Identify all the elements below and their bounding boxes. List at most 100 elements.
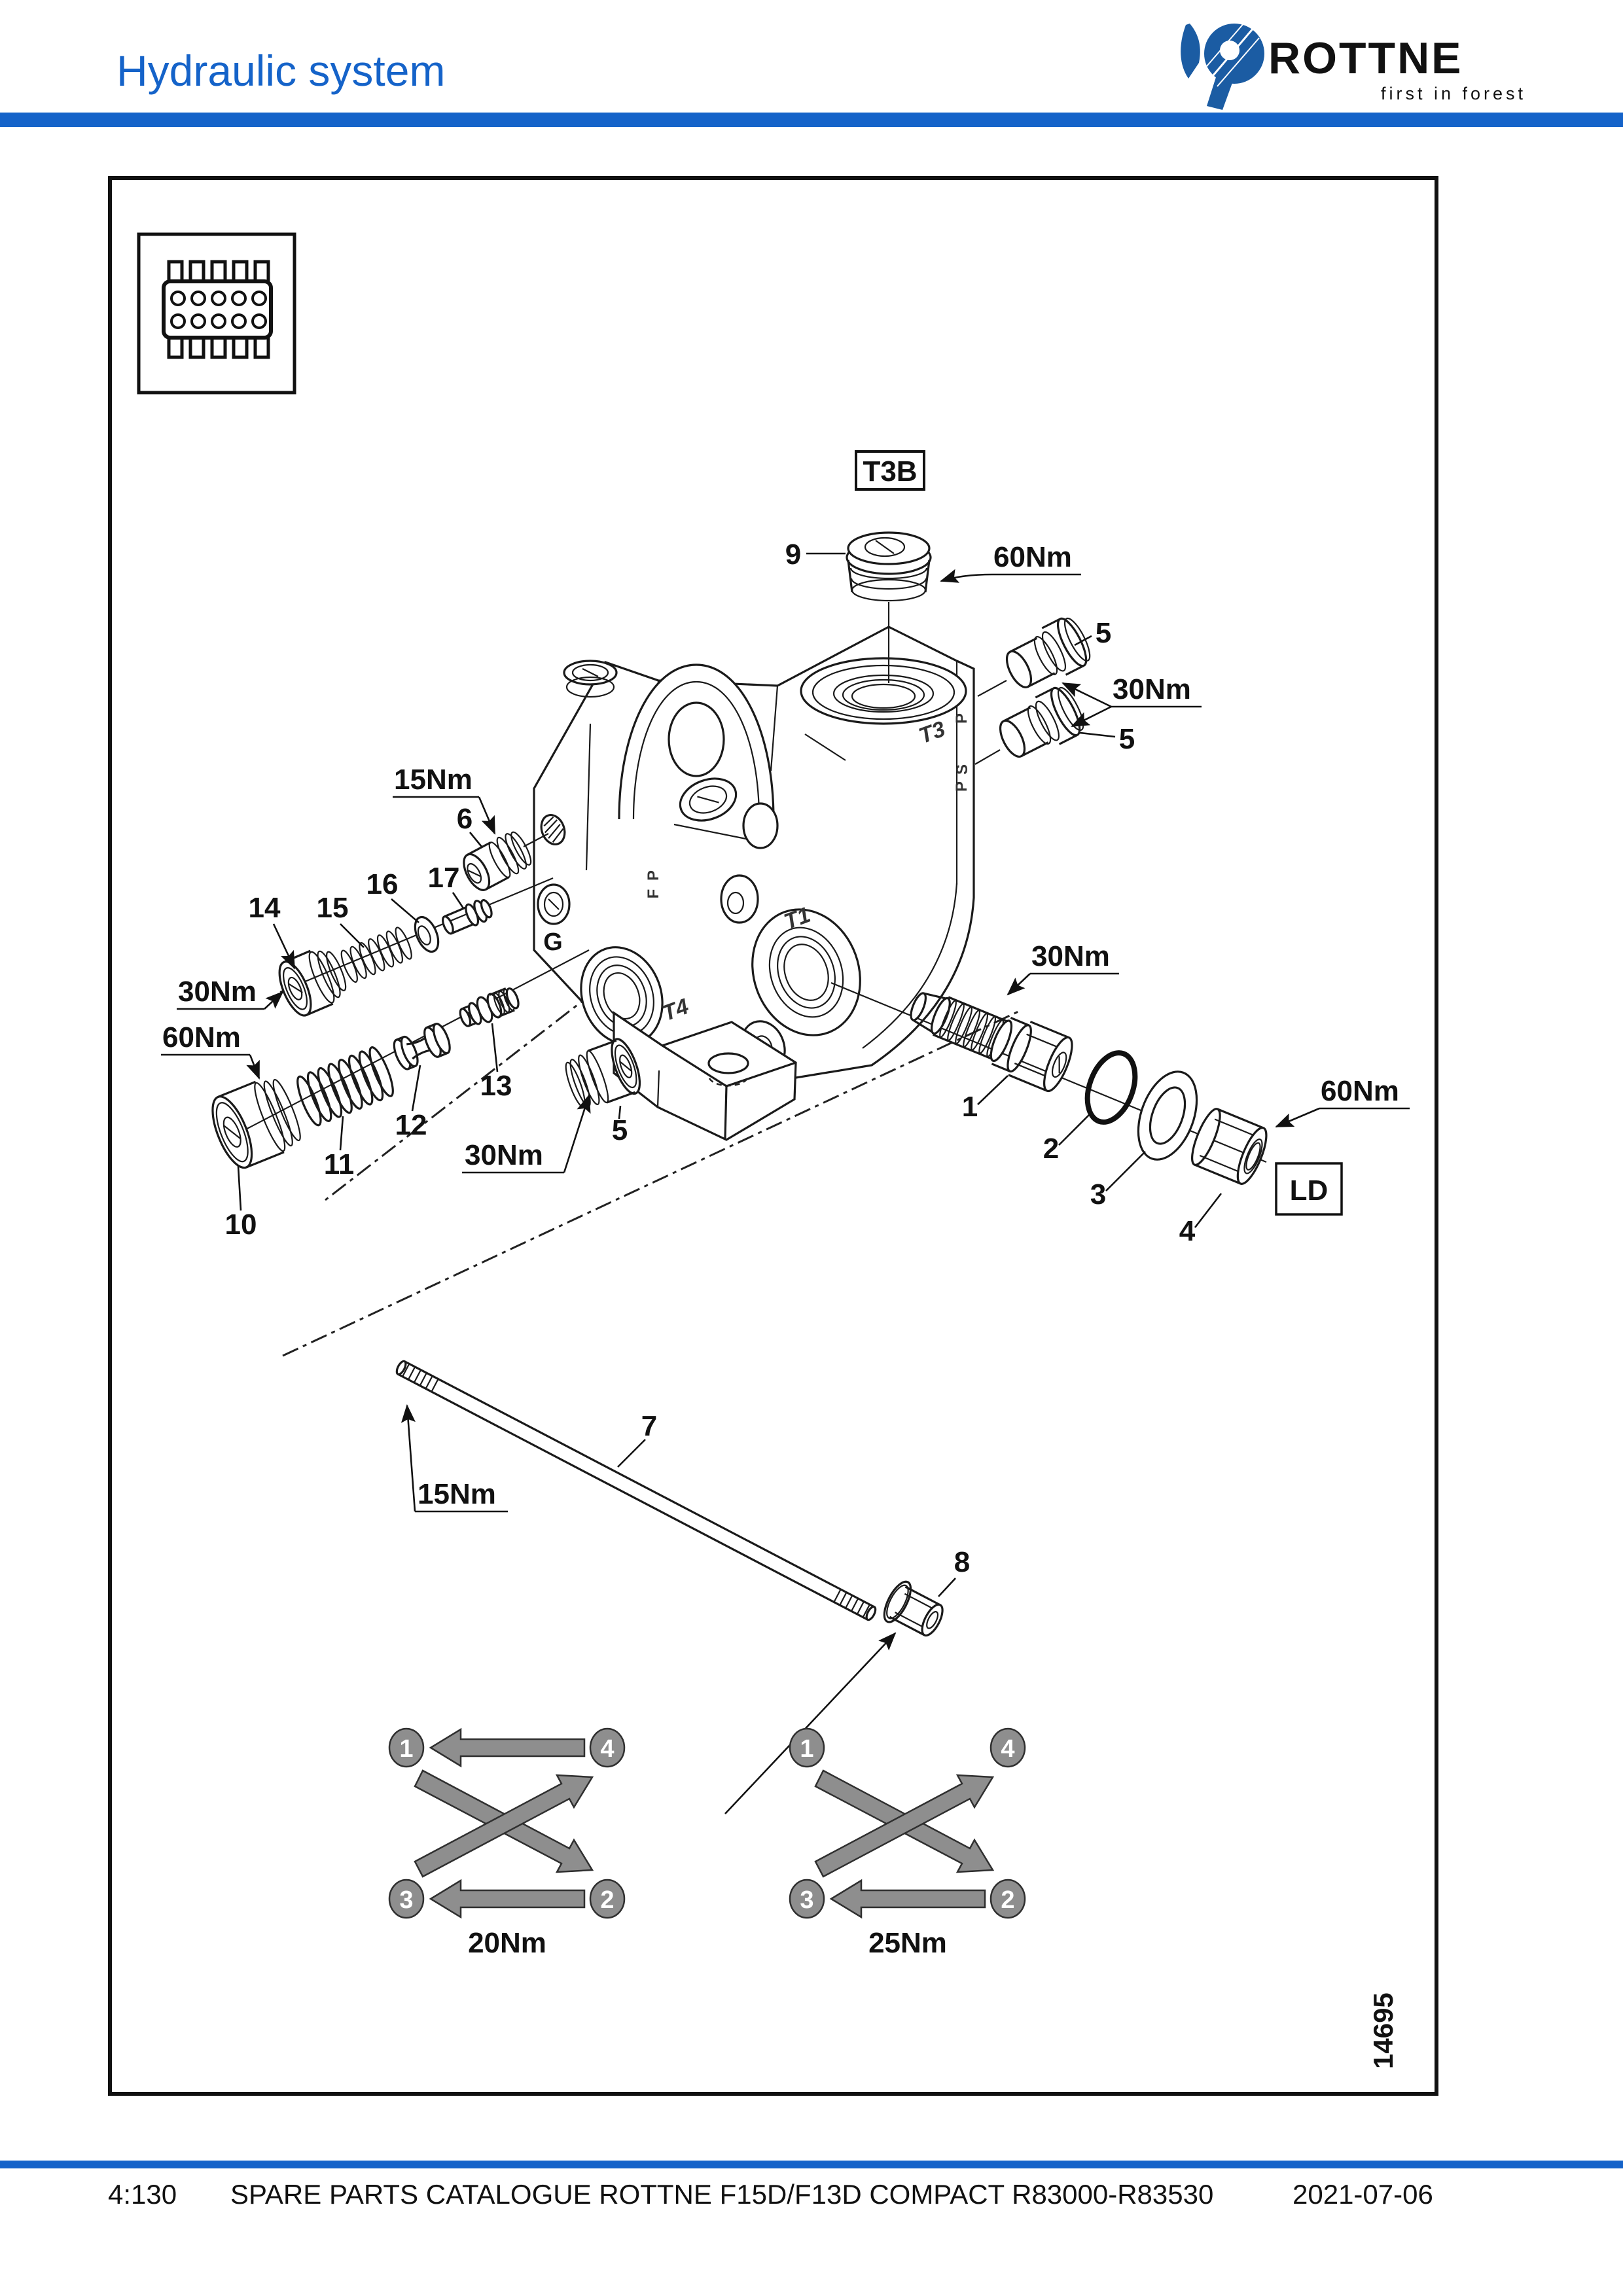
arrow-60nm-left bbox=[246, 1054, 260, 1080]
part-label-9: 9 bbox=[785, 539, 801, 571]
torque-15nm-rod: 15Nm bbox=[418, 1478, 496, 1510]
arrow-30nm-lower bbox=[1071, 705, 1112, 728]
seq2-circle-2 bbox=[990, 1879, 1026, 1919]
installed-plug-front bbox=[679, 777, 738, 822]
front-oval-port-2 bbox=[720, 874, 759, 924]
part-label-10: 10 bbox=[225, 1209, 257, 1241]
part-3-washer bbox=[1137, 1070, 1198, 1161]
leader-11 bbox=[339, 1116, 344, 1151]
part-label-11: 11 bbox=[324, 1148, 355, 1180]
torque-30nm-bottom: 30Nm bbox=[465, 1139, 543, 1171]
seq-circle-4 bbox=[589, 1727, 626, 1768]
part-label-16: 16 bbox=[366, 868, 399, 900]
arrow-30nm-left bbox=[264, 991, 284, 1010]
leader-8 bbox=[938, 1578, 956, 1597]
seq-circle-3 bbox=[388, 1879, 425, 1919]
seq2-circle-3 bbox=[789, 1879, 825, 1919]
hidden-axis-lines bbox=[282, 991, 1019, 1357]
strip-label-p1: P bbox=[953, 713, 971, 724]
part-label-5-bottom: 5 bbox=[612, 1114, 628, 1146]
seq2-circle-4 bbox=[990, 1727, 1026, 1768]
threaded-hole-upper bbox=[540, 814, 566, 845]
leader-10 bbox=[237, 1165, 242, 1211]
part-label-2: 2 bbox=[1043, 1133, 1059, 1165]
part-label-3: 3 bbox=[1090, 1178, 1106, 1210]
torque-25nm: 25Nm bbox=[868, 1927, 947, 1959]
footer-catalogue-title: SPARE PARTS CATALOGUE ROTTNE F15D/F13D C… bbox=[230, 2179, 1214, 2210]
leader-12 bbox=[411, 1065, 421, 1112]
page-title: Hydraulic system bbox=[116, 46, 446, 95]
ledge-label-f: F bbox=[645, 889, 662, 899]
torque-20nm: 20Nm bbox=[468, 1927, 546, 1959]
connector-icon bbox=[137, 232, 296, 395]
torque-30nm-1: 30Nm bbox=[1031, 940, 1110, 972]
leader-14 bbox=[272, 923, 296, 970]
sequence-diagram-25nm: 1 4 3 2 25Nm bbox=[789, 1727, 1026, 1959]
installed-plug-top-left bbox=[563, 660, 618, 698]
torque-60nm-right: 60Nm bbox=[1321, 1075, 1399, 1107]
footer-page-number: 4:130 bbox=[108, 2179, 177, 2210]
seq-num-2: 2 bbox=[600, 1886, 614, 1914]
arrow-30nm-1 bbox=[1007, 973, 1031, 996]
part-9-plug bbox=[846, 531, 932, 683]
seq-arrow-top-left-diagram bbox=[429, 1727, 586, 1768]
rottne-logo: ROTTNE first in forest bbox=[1181, 22, 1526, 110]
part-label-17: 17 bbox=[428, 862, 460, 894]
port-t1 bbox=[751, 908, 861, 1036]
lifting-eye bbox=[618, 663, 775, 820]
seq-arrow-diag-up bbox=[414, 1774, 594, 1878]
brand-tagline: first in forest bbox=[1381, 84, 1526, 103]
seq-num-1: 1 bbox=[399, 1735, 413, 1763]
part-label-5-mid: 5 bbox=[1119, 723, 1135, 755]
part-14-screw bbox=[278, 949, 347, 1017]
leader-6 bbox=[469, 832, 483, 847]
leader-17 bbox=[452, 892, 465, 909]
arrow-60nm-top bbox=[940, 569, 993, 583]
t3b-label: T3B bbox=[863, 455, 917, 487]
ledge-label-p: P bbox=[645, 870, 662, 881]
axis-6 bbox=[523, 833, 549, 847]
seq2-num-2: 2 bbox=[1001, 1886, 1014, 1914]
sequence-diagram-20nm: 1 4 3 2 20Nm bbox=[388, 1727, 626, 1959]
installed-plug-left-face bbox=[537, 883, 571, 925]
part-label-14: 14 bbox=[249, 892, 281, 924]
leader-5-top bbox=[1074, 635, 1092, 646]
leader-4 bbox=[1194, 1193, 1222, 1228]
callout-box-ld: LD bbox=[1275, 1162, 1343, 1216]
part-1-cartridge bbox=[910, 992, 1073, 1093]
arrow-15nm-rod bbox=[401, 1404, 416, 1512]
valve-block: T3 T1 T4 G P S P P F bbox=[533, 626, 975, 1141]
seq2-num-1: 1 bbox=[800, 1735, 813, 1763]
torque-60nm-left: 60Nm bbox=[162, 1021, 241, 1053]
header-rule bbox=[0, 113, 1623, 127]
part-5-plug-bottom bbox=[565, 1038, 641, 1108]
torque-30nm-left: 30Nm bbox=[178, 976, 257, 1008]
part-label-4: 4 bbox=[1179, 1215, 1196, 1247]
arrow-to-nut-8 bbox=[724, 1632, 897, 1814]
part-17-pin bbox=[442, 899, 493, 935]
port-label-g: G bbox=[543, 928, 563, 956]
arrow-60nm-right bbox=[1275, 1107, 1320, 1128]
leader-13 bbox=[491, 1023, 499, 1072]
part-7-rod bbox=[395, 1360, 877, 1621]
figure-number: 14695 bbox=[1368, 1992, 1399, 2069]
leader-5-bottom bbox=[618, 1105, 622, 1120]
leader-16 bbox=[391, 898, 419, 923]
seq-num-3: 3 bbox=[399, 1886, 413, 1914]
part-label-12: 12 bbox=[395, 1109, 427, 1141]
leader-3 bbox=[1105, 1151, 1146, 1192]
part-2-oring bbox=[1084, 1050, 1138, 1125]
leader-2 bbox=[1058, 1113, 1091, 1146]
arrow-30nm-bottom bbox=[563, 1094, 591, 1173]
brand-name: ROTTNE bbox=[1268, 33, 1463, 83]
footer-date: 2021-07-06 bbox=[1293, 2179, 1433, 2210]
strip-label-p2: P bbox=[953, 781, 971, 792]
callout-box-t3b: T3B bbox=[855, 450, 925, 491]
arrow-30nm-upper bbox=[1061, 682, 1112, 708]
part-12-spool bbox=[393, 1023, 451, 1070]
leader-15 bbox=[340, 923, 365, 948]
part-15-spring bbox=[340, 927, 412, 983]
part-label-1: 1 bbox=[962, 1091, 978, 1123]
arrow-15nm-6 bbox=[478, 796, 496, 835]
